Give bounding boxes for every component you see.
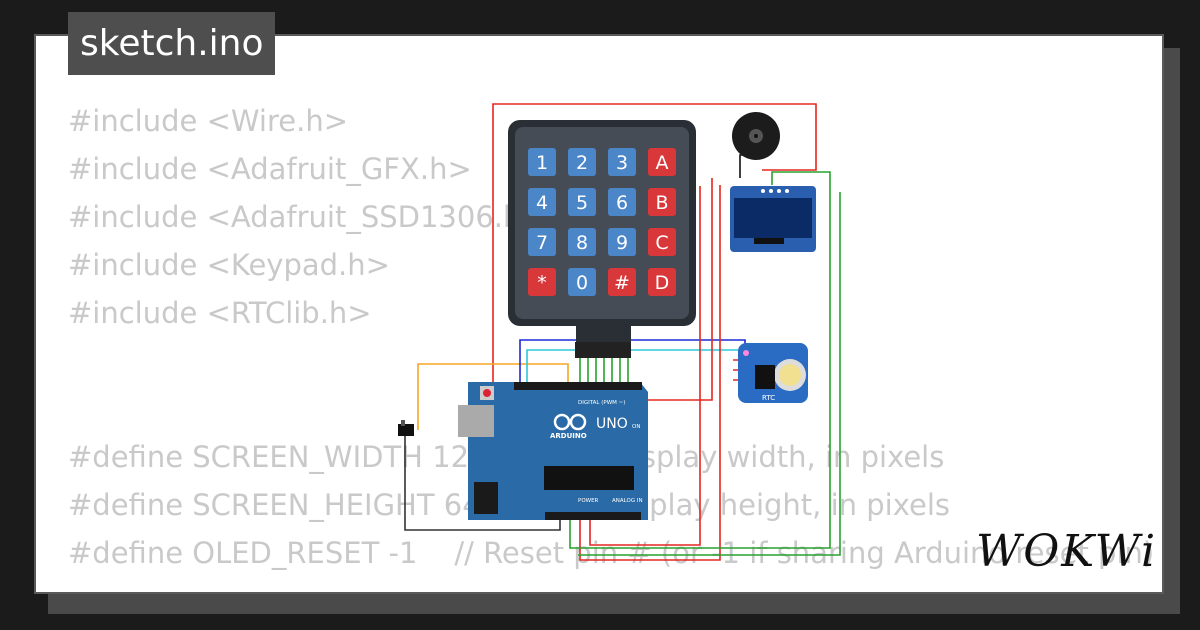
keypad-key-label: C xyxy=(655,232,668,254)
keypad-key[interactable]: 5 xyxy=(568,188,596,216)
keypad-key-label: 2 xyxy=(576,152,588,174)
board-model: UNO xyxy=(596,416,628,432)
slide-switch[interactable] xyxy=(398,420,414,436)
keypad-key[interactable]: 4 xyxy=(528,188,556,216)
keypad-key[interactable]: * xyxy=(528,268,556,296)
keypad-key-label: 3 xyxy=(616,152,628,174)
wire-orange xyxy=(417,363,569,430)
keypad-key-label: 1 xyxy=(536,152,548,174)
keypad-key[interactable]: 7 xyxy=(528,228,556,256)
keypad-key-label: B xyxy=(655,192,668,214)
keypad-key-label: A xyxy=(656,152,669,174)
keypad-key-label: 7 xyxy=(536,232,548,254)
rtc-module[interactable]: RTC xyxy=(738,343,808,403)
wire-cyan xyxy=(526,349,738,383)
keypad-key-label: 8 xyxy=(576,232,588,254)
power-label: POWER xyxy=(578,498,599,504)
oled-display[interactable] xyxy=(730,186,816,252)
code-line: #define OLED_RESET -1 // Reset pin # (or… xyxy=(68,536,1155,570)
code-line: #include <Keypad.h> xyxy=(68,248,390,282)
keypad-key[interactable]: D xyxy=(648,268,676,296)
wire-red-2 xyxy=(589,186,701,546)
wokwi-logo: WOKWi xyxy=(976,526,1158,577)
code-line: #include <RTClib.h> xyxy=(68,296,372,330)
wire-red-oled xyxy=(648,178,713,401)
digital-label: DIGITAL (PWM ~) xyxy=(578,400,625,406)
arduino-uno[interactable]: UNO ARDUINO DIGITAL (PWM ~) POWER ANALOG… xyxy=(458,382,648,520)
code-line: #include <Wire.h> xyxy=(68,104,349,138)
wire-green-2 xyxy=(578,192,841,556)
keypad-key[interactable]: B xyxy=(648,188,676,216)
file-name-tag: sketch.ino xyxy=(68,12,276,75)
keypad-key-label: * xyxy=(537,272,547,294)
code-line: #include <Adafruit_GFX.h> xyxy=(68,152,472,186)
keypad-key[interactable]: 1 xyxy=(528,148,556,176)
wire-red-vcc xyxy=(579,185,721,561)
keypad-key-label: 4 xyxy=(536,192,548,214)
board-brand: ARDUINO xyxy=(550,432,587,440)
wire-black-gnd xyxy=(404,430,561,531)
keypad-key[interactable]: 6 xyxy=(608,188,636,216)
keypad-key-label: 0 xyxy=(576,272,588,294)
wire-green-1 xyxy=(569,186,831,549)
keypad-key-label: 5 xyxy=(576,192,588,214)
keypad-key-label: 9 xyxy=(616,232,628,254)
keypad-key-label: # xyxy=(614,272,630,294)
keypad-key-label: D xyxy=(655,272,670,294)
keypad-keys: 1 2 3 A 4 5 6 B 7 8 9 C * 0 # D xyxy=(528,148,676,296)
rtc-label: RTC xyxy=(762,394,775,402)
code-line: #include <Adafruit_SSD1306.h> xyxy=(68,200,546,234)
wire-red xyxy=(492,103,817,383)
analog-label: ANALOG IN xyxy=(612,498,643,504)
keypad-key[interactable]: # xyxy=(608,268,636,296)
wire-green-3 xyxy=(771,171,831,186)
on-label: ON xyxy=(632,424,640,430)
keypad-key[interactable]: A xyxy=(648,148,676,176)
buzzer[interactable] xyxy=(732,112,780,160)
keypad-key[interactable]: C xyxy=(648,228,676,256)
keypad-key[interactable]: 0 xyxy=(568,268,596,296)
keypad-key[interactable]: 2 xyxy=(568,148,596,176)
keypad[interactable]: 1 2 3 A 4 5 6 B 7 8 9 C * 0 # D xyxy=(508,120,696,358)
keypad-key[interactable]: 3 xyxy=(608,148,636,176)
keypad-key[interactable]: 9 xyxy=(608,228,636,256)
keypad-key-label: 6 xyxy=(616,192,628,214)
keypad-key[interactable]: 8 xyxy=(568,228,596,256)
